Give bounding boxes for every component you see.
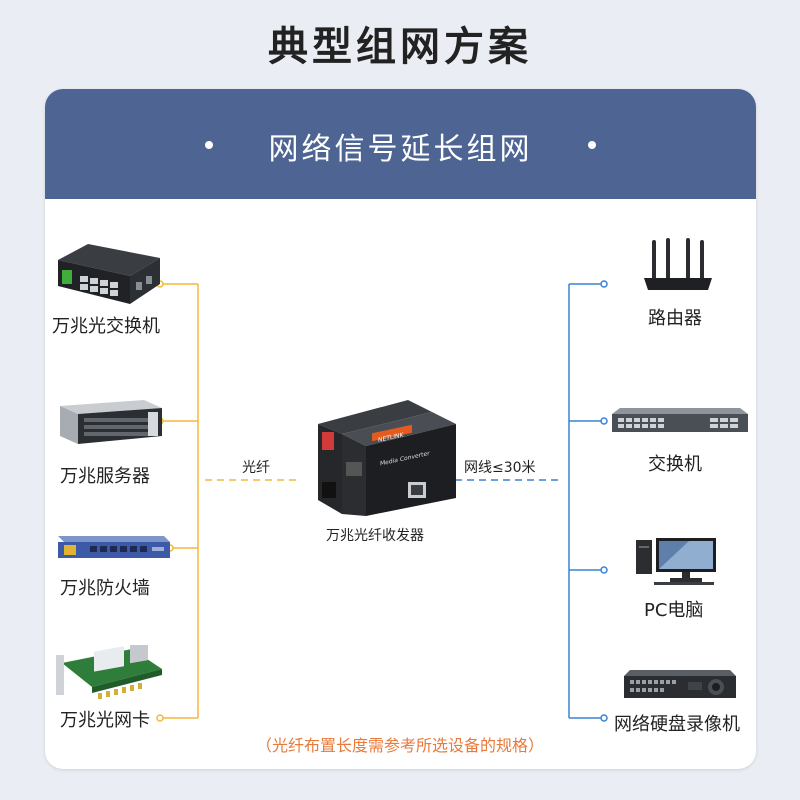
left-device-label-3: 万兆防火墙 bbox=[60, 578, 150, 599]
ethernet-node-3 bbox=[600, 566, 608, 574]
left-device-label-1: 万兆光交换机 bbox=[52, 316, 160, 337]
left-device-label-4: 万兆光网卡 bbox=[60, 710, 150, 731]
ethernet-node-4 bbox=[600, 714, 608, 722]
fiber-tree bbox=[160, 283, 300, 719]
panel-header: 网络信号延长组网 bbox=[45, 89, 756, 199]
right-device-label-3: PC电脑 bbox=[644, 600, 704, 621]
right-device-label-2: 交换机 bbox=[648, 454, 702, 475]
industrial-switch-icon bbox=[58, 244, 160, 304]
panel-title: 网络信号延长组网 bbox=[268, 132, 533, 167]
fiber-length-note: （光纤布置长度需参考所选设备的规格） bbox=[255, 736, 544, 755]
ethernet-node-2 bbox=[600, 417, 608, 425]
ethernet-node-1 bbox=[600, 280, 608, 288]
main-title: 典型组网方案 bbox=[268, 24, 532, 70]
right-device-label-4: 网络硬盘录像机 bbox=[614, 714, 740, 735]
nvr-icon bbox=[624, 670, 736, 698]
header-dot-left bbox=[205, 141, 213, 149]
fiber-node-4 bbox=[156, 714, 164, 722]
server-icon bbox=[60, 400, 162, 444]
router-icon bbox=[644, 238, 712, 290]
right-device-label-1: 路由器 bbox=[648, 308, 702, 329]
center-device-label: 万兆光纤收发器 bbox=[326, 528, 424, 544]
header-dot-right bbox=[588, 141, 596, 149]
ethernet-nodes bbox=[600, 280, 608, 722]
ethernet-tree bbox=[455, 283, 604, 719]
left-device-label-2: 万兆服务器 bbox=[60, 466, 150, 487]
switch-icon bbox=[612, 408, 748, 432]
ethernet-link-label: 网线≤30米 bbox=[464, 460, 536, 476]
media-converter-icon: Media Converter NETLINK bbox=[318, 400, 456, 516]
fiber-link-label: 光纤 bbox=[242, 460, 270, 476]
firewall-icon bbox=[58, 536, 170, 558]
network-card-icon bbox=[56, 645, 162, 699]
pc-icon bbox=[636, 538, 716, 585]
